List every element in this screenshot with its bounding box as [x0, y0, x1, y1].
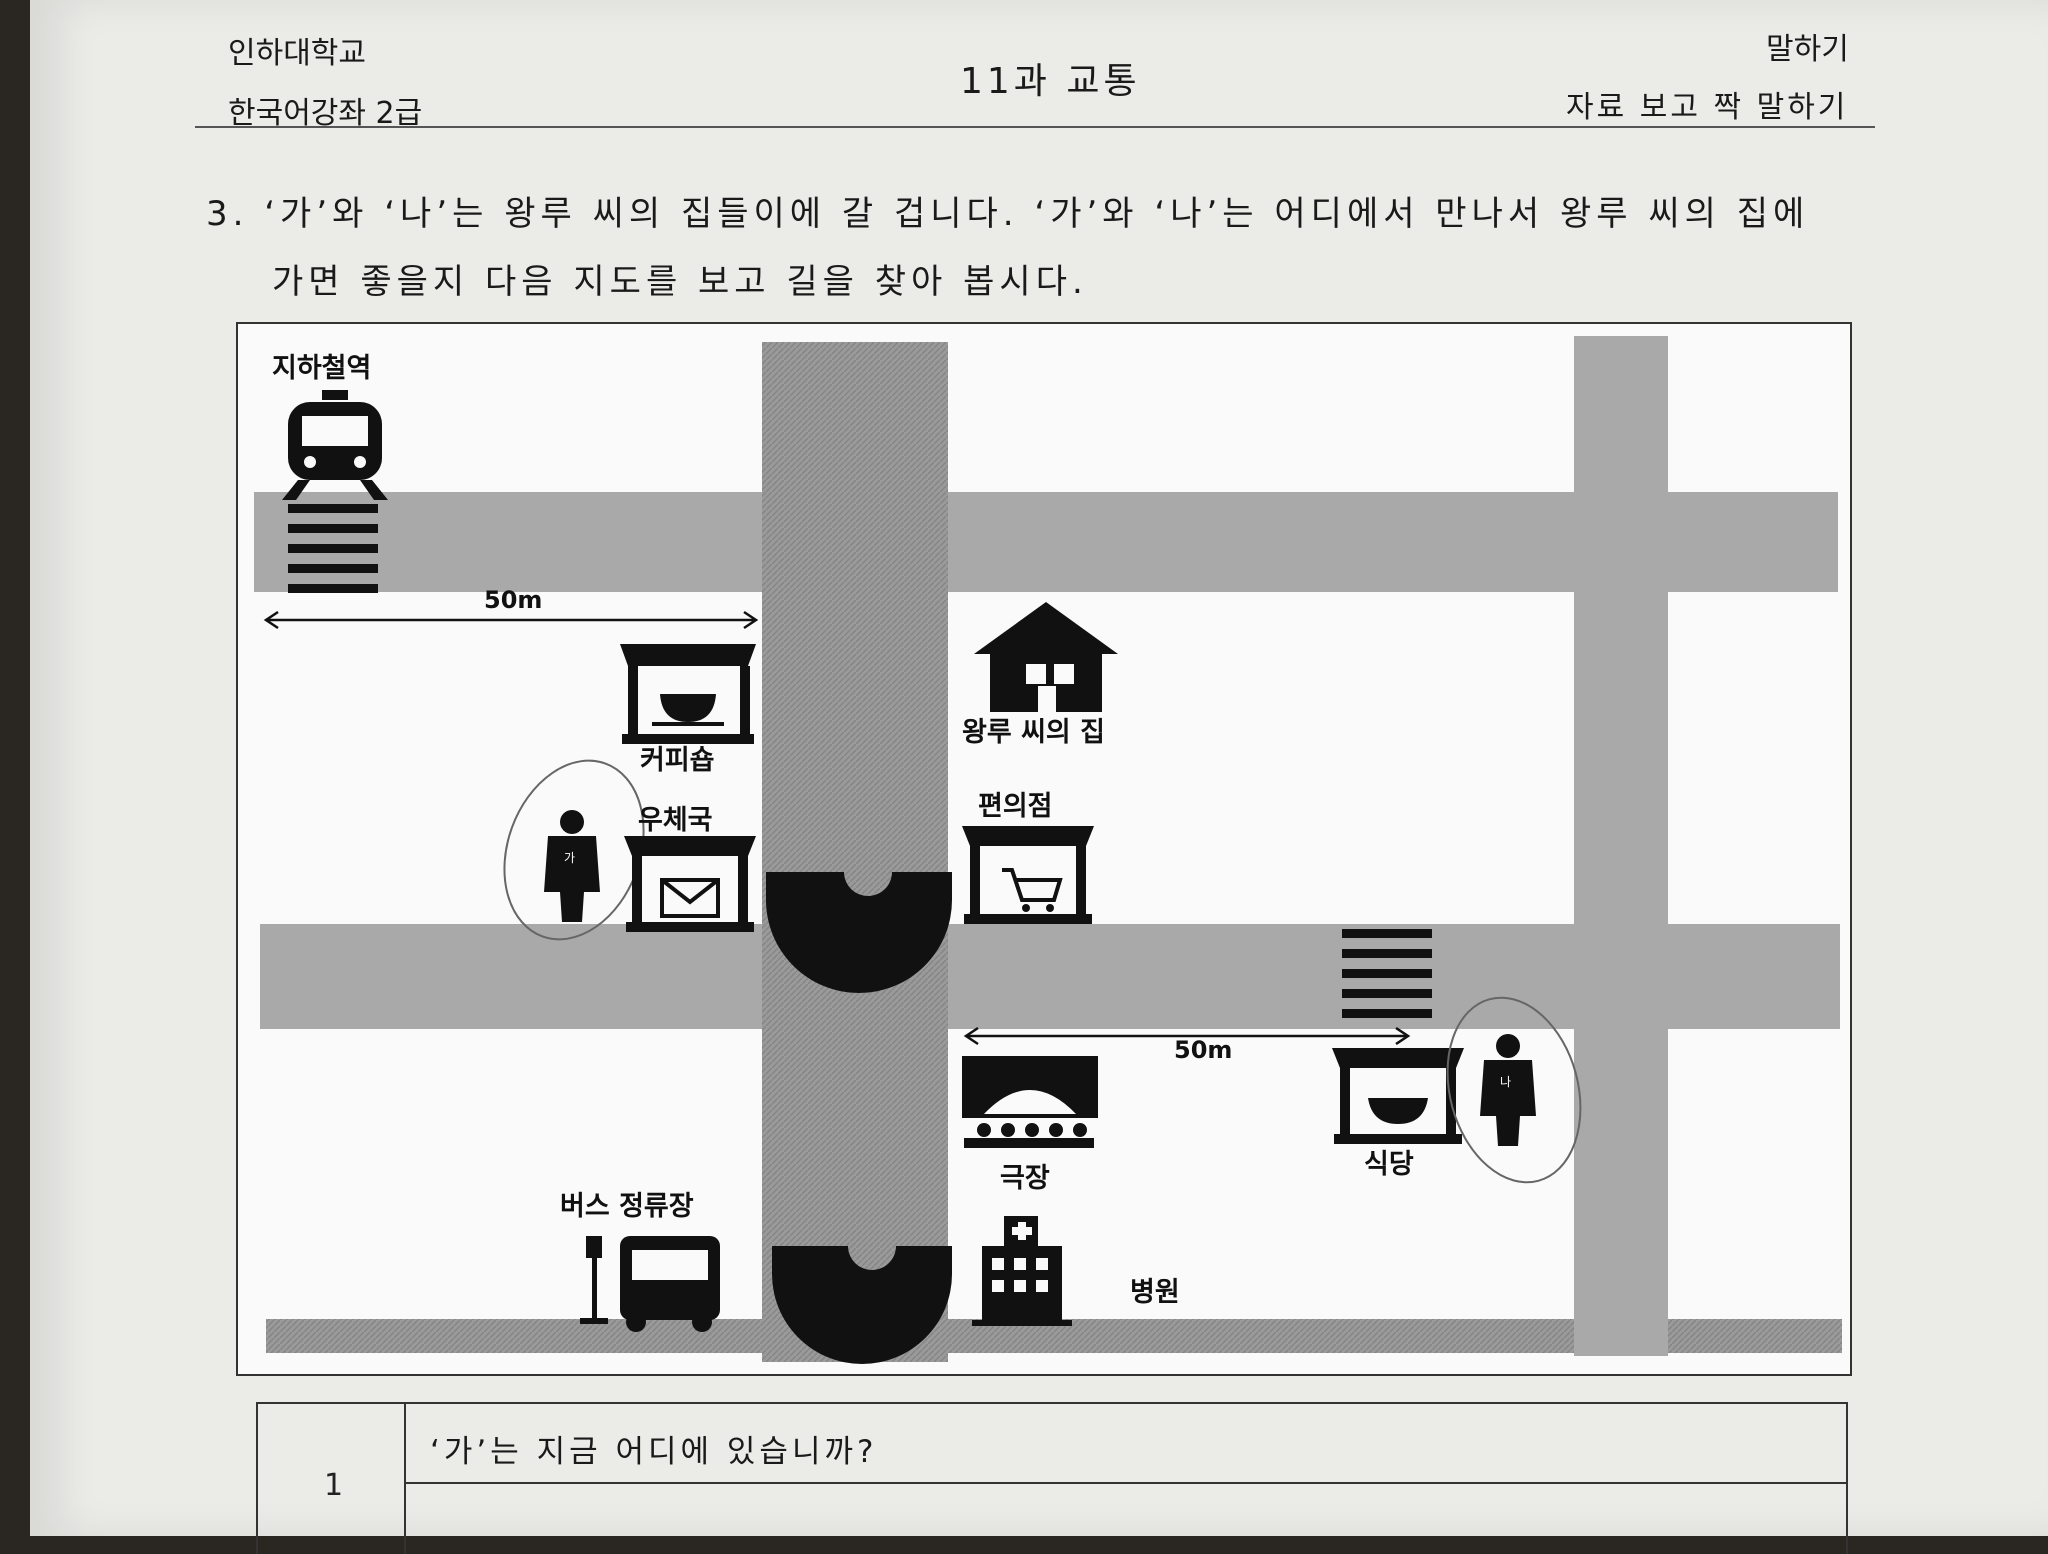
distance-arrow-top — [263, 610, 759, 630]
circle-mark-na — [1446, 996, 1582, 1184]
activity-label: 자료 보고 짝 말하기 — [1566, 90, 1849, 125]
label-bus-stop: 버스 정류장 — [560, 1191, 694, 1222]
crosswalk-right — [1342, 929, 1432, 1018]
convenience-store-icon — [962, 826, 1094, 924]
road-vertical-center — [762, 342, 948, 1362]
person-ga-icon: 가 — [544, 810, 600, 922]
label-underpass-2: 지하도 — [814, 1319, 889, 1350]
question-line-2: 가면 좋을지 다음 지도를 보고 길을 찾아 봅시다. — [272, 262, 1088, 302]
school-name: 인하대학교 — [228, 36, 366, 71]
route-map: 가 — [236, 322, 1852, 1376]
answer-row-number-cell: 1 — [258, 1404, 406, 1554]
answer-row-question: ‘가’는 지금 어디에 있습니까? — [430, 1434, 878, 1470]
answer-row-divider — [406, 1482, 1846, 1484]
hospital-icon — [972, 1216, 1072, 1326]
label-distance-bottom: 50m — [1174, 1036, 1233, 1064]
label-restaurant: 식당 — [1364, 1149, 1414, 1180]
underpass-1-icon — [766, 872, 952, 993]
label-wanglu-house: 왕루 씨의 집 — [962, 717, 1105, 748]
crosswalk-top — [288, 504, 378, 593]
answer-table: 1 ‘가’는 지금 어디에 있습니까? — [256, 1402, 1848, 1554]
theater-icon — [962, 1056, 1098, 1148]
question-line-1: 3. ‘가’와 ‘나’는 왕루 씨의 집들이에 갈 겁니다. ‘가’와 ‘나’는… — [206, 194, 1810, 234]
person-mark-ga: 가 — [564, 851, 575, 865]
label-coffee-shop: 커피숍 — [640, 745, 715, 776]
post-office-icon — [624, 836, 756, 932]
label-distance-top: 50m — [484, 586, 543, 614]
train-icon — [282, 390, 388, 500]
restaurant-icon — [1332, 1048, 1464, 1144]
coffee-shop-icon — [620, 644, 756, 744]
label-underpass-1: 지하도 — [808, 947, 883, 978]
person-na-icon: 나 — [1480, 1034, 1536, 1146]
label-convenience-store: 편의점 — [978, 791, 1053, 822]
label-hospital: 병원 — [1130, 1277, 1180, 1308]
house-icon — [974, 602, 1118, 712]
header-divider — [195, 126, 1875, 128]
label-theater: 극장 — [1000, 1163, 1050, 1194]
label-post-office: 우체국 — [638, 805, 713, 836]
map-drawing: 가 — [254, 336, 1842, 1364]
distance-arrow-bottom — [963, 1026, 1411, 1046]
underpass-2-icon — [772, 1246, 952, 1364]
bus-stop-icon — [580, 1236, 720, 1332]
person-mark-na: 나 — [1500, 1075, 1511, 1089]
road-vertical-right — [1574, 336, 1668, 1356]
lesson-title: 11과 교통 — [960, 61, 1141, 102]
skill-label: 말하기 — [1766, 32, 1849, 67]
label-subway: 지하철역 — [272, 353, 372, 384]
answer-row-number: 1 — [324, 1468, 344, 1503]
course-name: 한국어강좌 2급 — [228, 96, 423, 131]
